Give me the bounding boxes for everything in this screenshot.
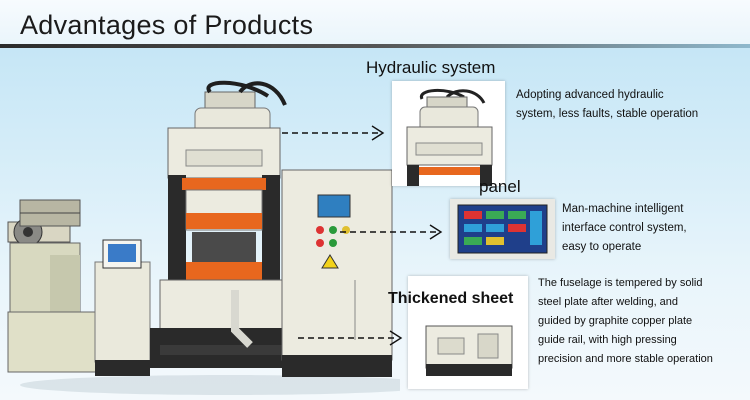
feature-hydraulic-desc: Adopting advanced hydraulic system, less… <box>516 86 698 124</box>
arrow-sheet <box>298 330 403 346</box>
header-rule <box>0 44 750 48</box>
desc-line: precision and more stable operation <box>538 353 713 365</box>
desc-line: steel plate after welding, and <box>538 296 679 308</box>
desc-line: Man-machine intelligent <box>562 203 684 215</box>
page-title: Advantages of Products <box>20 10 314 40</box>
hydraulic-press-machine-image <box>7 80 400 395</box>
coil-feeder <box>7 199 99 373</box>
control-panel-photo <box>450 199 555 259</box>
feature-hydraulic-title: Hydraulic system <box>366 58 496 77</box>
desc-line: interface control system, <box>562 222 687 234</box>
panel-inset <box>450 199 555 259</box>
arrow-panel <box>340 224 443 240</box>
feature-panel-title: panel <box>479 177 521 196</box>
header-band <box>0 0 750 44</box>
arrow-hydraulic <box>282 125 385 141</box>
feature-panel-desc: Man-machine intelligent interface contro… <box>562 200 687 257</box>
feature-sheet-desc: The fuselage is tempered by solid steel … <box>538 274 713 369</box>
thickened-sheet-photo <box>408 276 528 389</box>
desc-line: easy to operate <box>562 241 642 253</box>
desc-line: Adopting advanced hydraulic <box>516 89 664 101</box>
desc-line: guide rail, with high pressing <box>538 334 677 346</box>
control-cabinet <box>281 169 393 377</box>
hydraulic-system-photo <box>392 81 505 186</box>
thickened-sheet-inset <box>408 276 528 389</box>
desc-line: guided by graphite copper plate <box>538 315 693 327</box>
hydraulic-system-inset <box>392 81 505 186</box>
desc-line: The fuselage is tempered by solid <box>538 277 703 289</box>
main-press <box>150 80 305 368</box>
feature-sheet-title: Thickened sheet <box>388 290 514 307</box>
desc-line: system, less faults, stable operation <box>516 108 699 120</box>
straightener <box>94 239 151 376</box>
